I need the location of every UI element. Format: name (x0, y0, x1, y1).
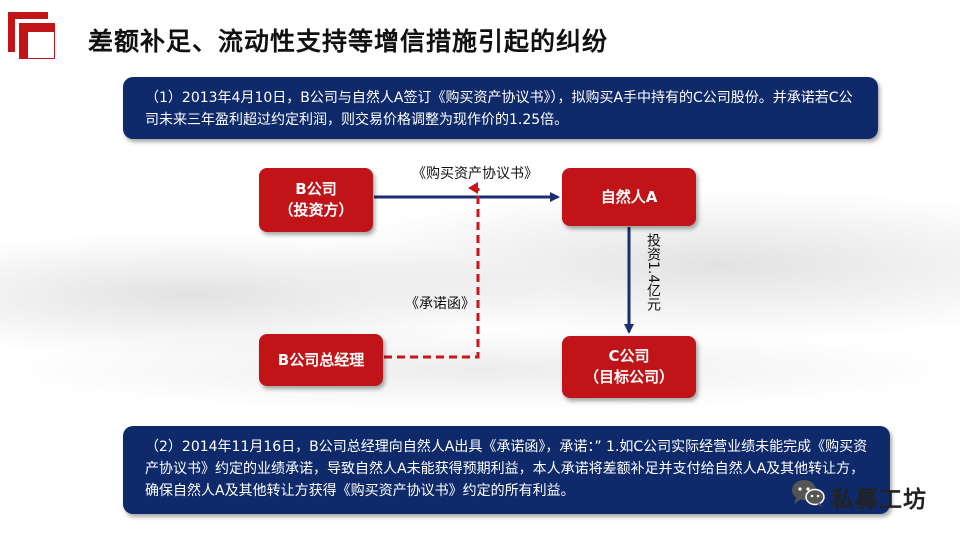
node-person-a-name: 自然人A (601, 187, 658, 208)
node-c-company-role: （目标公司） (584, 367, 674, 388)
case-panel-2-text: （2）2014年11月16日，B公司总经理向自然人A出具《承诺函》，承诺：” 1… (145, 439, 867, 499)
node-b-general-manager-name: B公司总经理 (278, 350, 364, 371)
node-b-general-manager: B公司总经理 (259, 334, 383, 386)
agreement-label: 《购买资产协议书》 (412, 163, 538, 183)
promise-label: 《承诺函》 (405, 293, 475, 313)
node-b-company-role: （投资方） (278, 200, 353, 221)
node-c-company-name: C公司 (608, 346, 649, 367)
case-panel-2: （2）2014年11月16日，B公司总经理向自然人A出具《承诺函》，承诺：” 1… (123, 426, 890, 514)
invest-label: 投资1.4亿元 (646, 233, 660, 311)
promise-arrow (384, 188, 478, 357)
node-b-company-name: B公司 (295, 179, 336, 200)
node-person-a: 自然人A (562, 168, 696, 226)
wechat-icon (790, 478, 826, 508)
node-b-company: B公司 （投资方） (259, 168, 373, 232)
node-c-company: C公司 （目标公司） (562, 336, 696, 398)
brand-name: 私募工坊 (831, 480, 927, 514)
